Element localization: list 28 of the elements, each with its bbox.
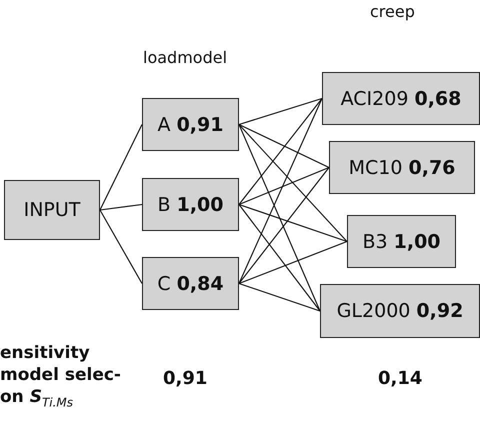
connector-line <box>100 124 142 210</box>
model-box: C 0,84 <box>142 257 239 310</box>
model-box: MC10 0,76 <box>329 141 475 194</box>
axis-caption: ensitivity model selec- on S$_{Ti.Ms}$ <box>0 342 122 412</box>
model-box: ACI209 0,68 <box>322 72 480 125</box>
model-box: B 1,00 <box>142 178 239 231</box>
connector-line <box>238 282 320 312</box>
model-box: GL2000 0,92 <box>320 284 480 338</box>
column-heading: creep <box>370 2 415 21</box>
sensitivity-value: 0,14 <box>378 368 422 389</box>
connector-line <box>238 167 330 205</box>
connector-line <box>238 204 348 242</box>
connector-line <box>238 98 322 284</box>
connector-line <box>238 167 330 284</box>
connector-line <box>238 240 348 284</box>
connector-line <box>100 210 142 284</box>
model-box: A 0,91 <box>142 98 239 151</box>
connector-line <box>100 204 142 211</box>
model-box: B3 1,00 <box>347 215 456 268</box>
connector-line <box>238 124 320 312</box>
sensitivity-value: 0,91 <box>163 368 208 389</box>
connector-line <box>238 204 320 312</box>
model-box: INPUT <box>4 180 100 240</box>
connector-line <box>238 98 322 126</box>
connector-line <box>238 98 322 205</box>
column-heading: loadmodel <box>143 48 228 67</box>
connector-line <box>238 124 330 168</box>
connector-line <box>238 124 348 242</box>
